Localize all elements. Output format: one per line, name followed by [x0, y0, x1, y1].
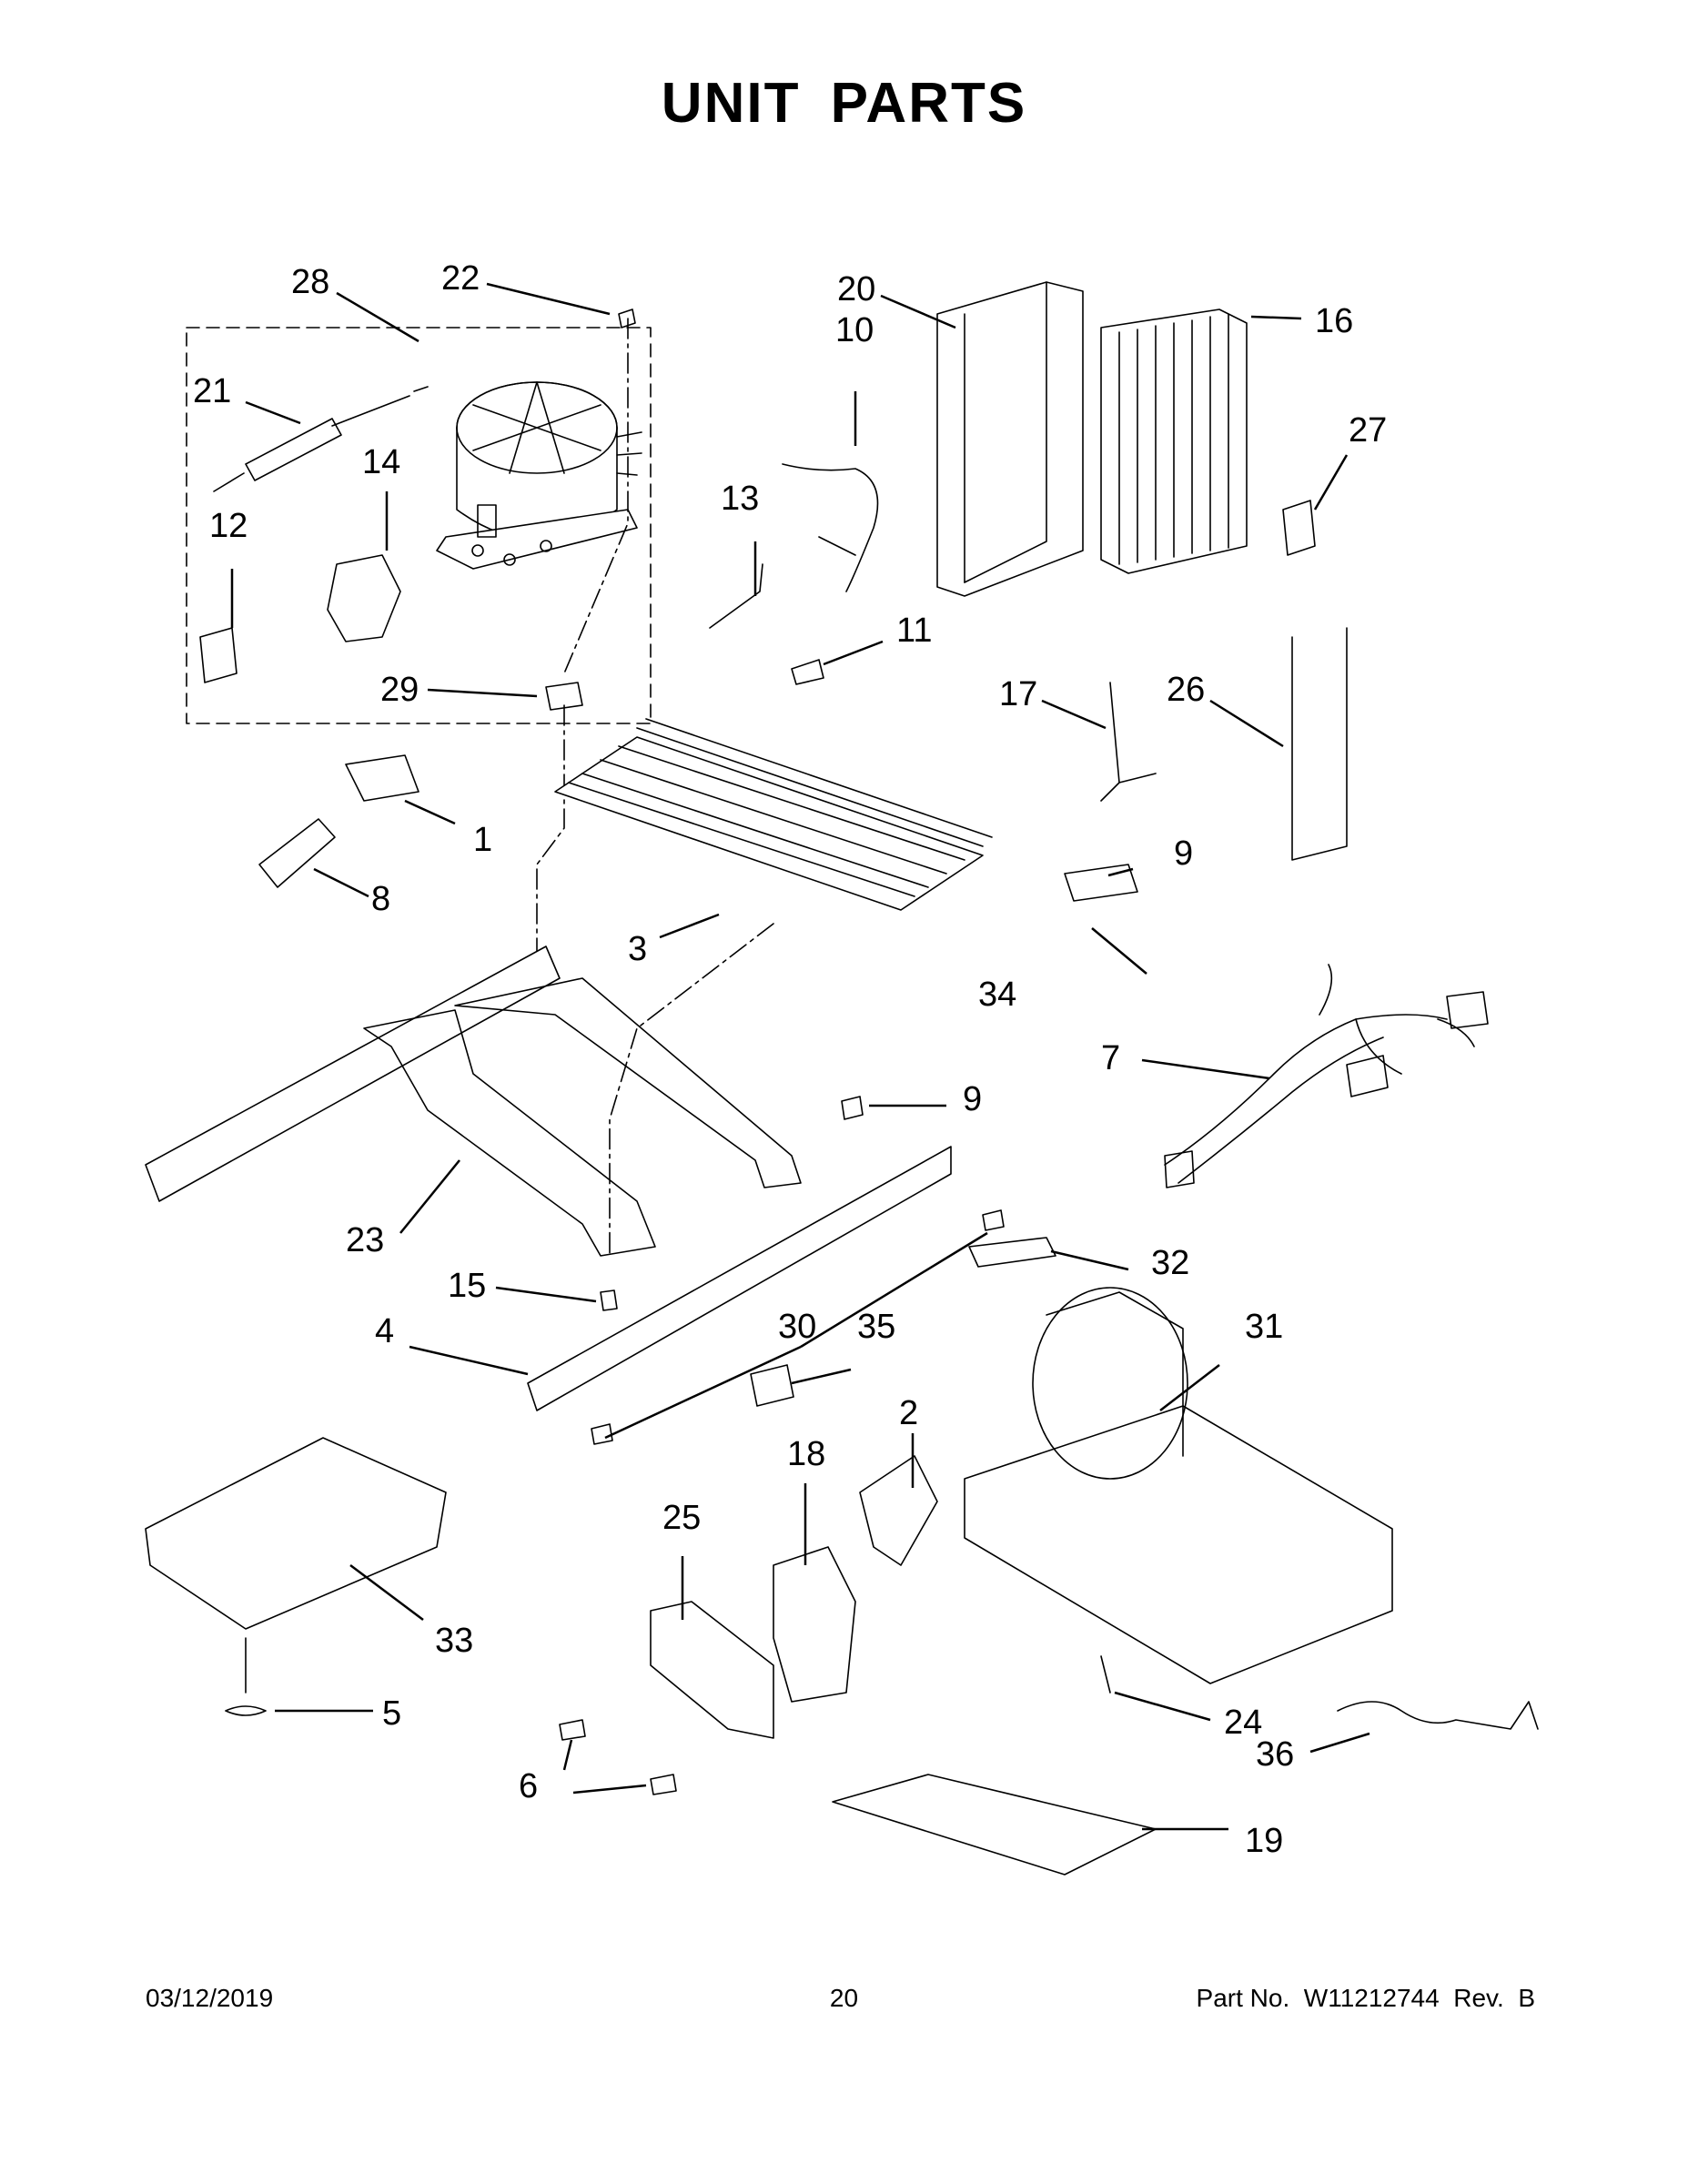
machine-compartment-base-drawing [964, 1287, 1393, 1684]
condenser-mount-line [609, 923, 774, 1257]
cover-plate-drawing [145, 1437, 447, 1630]
callout-14: 14 [362, 443, 400, 481]
callout-16: 16 [1315, 302, 1353, 340]
tube-36-drawing [1337, 1701, 1539, 1730]
rail-drawing [527, 1146, 952, 1411]
callout-2: 2 [899, 1394, 918, 1432]
callout-15: 15 [448, 1267, 486, 1305]
bracket-34-drawing [1064, 864, 1138, 902]
clip-11-drawing [791, 659, 824, 685]
callout-31: 31 [1245, 1308, 1283, 1346]
clip-drawing [1282, 500, 1316, 556]
tube-drawing [258, 818, 336, 888]
evaporator-cover-drawing [936, 281, 1084, 597]
heater-drawing [1291, 627, 1348, 861]
compressor-mount-line [536, 318, 629, 988]
callout-9-top: 9 [1174, 834, 1193, 873]
callout-33: 33 [435, 1622, 473, 1660]
callout-35: 35 [857, 1308, 895, 1346]
footer-page-number: 20 [829, 1984, 859, 2012]
fan-blade-drawing [859, 1455, 938, 1566]
callout-26: 26 [1167, 671, 1205, 709]
callout-7: 7 [1101, 1039, 1120, 1077]
callout-10: 10 [835, 311, 874, 349]
tube-10-drawing [782, 463, 879, 592]
callout-22: 22 [441, 259, 480, 298]
callout-19: 19 [1245, 1822, 1283, 1860]
screw-drawing-b [650, 1774, 677, 1795]
callout-5: 5 [382, 1694, 401, 1733]
screw-9-drawing [841, 1096, 864, 1120]
grommet-drawing [545, 682, 583, 711]
callout-11: 11 [896, 612, 932, 650]
condenser-drawing [554, 718, 993, 911]
callout-3: 3 [628, 930, 647, 968]
callout-20: 20 [837, 270, 875, 308]
leveling-foot-drawing [225, 1637, 267, 1716]
screw-24-drawing [1100, 1655, 1111, 1694]
callout-28: 28 [291, 263, 329, 301]
footer-part-number: Part No. W11212744 Rev. B [1196, 1984, 1535, 2012]
callout-4: 4 [375, 1312, 394, 1350]
relay-drawing [199, 627, 238, 683]
evaporator-coil-drawing [1100, 308, 1248, 574]
leader-lines [230, 282, 1370, 1831]
callout-23: 23 [346, 1221, 384, 1259]
drier-drawing [213, 386, 429, 492]
screw-30-drawing-b [591, 1423, 613, 1445]
fan-motor-drawing [773, 1546, 856, 1703]
callout-9-bottom: 9 [963, 1080, 982, 1118]
callout-18: 18 [787, 1435, 825, 1473]
callout-6: 6 [519, 1767, 538, 1805]
callout-labels: 1 2 3 4 5 6 7 8 9 9 10 11 12 13 14 15 16… [193, 259, 1387, 1860]
callout-8: 8 [371, 880, 390, 918]
page-title: UNIT PARTS [661, 72, 1027, 135]
compressor-drawing [436, 381, 642, 570]
wire-17-drawing [1100, 682, 1157, 802]
callout-17: 17 [999, 675, 1037, 713]
callout-13: 13 [721, 480, 759, 518]
overload-drawing [327, 554, 401, 642]
callout-36: 36 [1256, 1735, 1294, 1774]
bracket-drawing [345, 754, 419, 802]
callout-32: 32 [1151, 1244, 1189, 1282]
drain-pan-drawing [832, 1774, 1157, 1876]
wire-harness-drawing [1164, 964, 1489, 1188]
plug-drawing [750, 1364, 794, 1407]
screw-drawing-a [559, 1719, 586, 1741]
screw-30-drawing-a [982, 1209, 1005, 1231]
screw-15-drawing [600, 1289, 618, 1311]
cable-tie-drawing [968, 1237, 1056, 1268]
footer-date: 03/12/2019 [146, 1984, 274, 2012]
tube-13-drawing [709, 563, 763, 629]
callout-29: 29 [380, 671, 419, 709]
motor-bracket-drawing [650, 1601, 774, 1739]
callout-30: 30 [778, 1308, 816, 1346]
callout-21: 21 [193, 372, 231, 410]
callout-27: 27 [1349, 411, 1387, 450]
callout-34: 34 [978, 976, 1016, 1014]
callout-25: 25 [662, 1499, 701, 1537]
screw-22-drawing [618, 308, 636, 329]
callout-1: 1 [473, 821, 492, 859]
callout-24: 24 [1224, 1704, 1262, 1742]
callout-12: 12 [209, 507, 248, 545]
compressor-assembly-boundary [186, 327, 652, 724]
rail-assembly-drawing [145, 945, 802, 1257]
